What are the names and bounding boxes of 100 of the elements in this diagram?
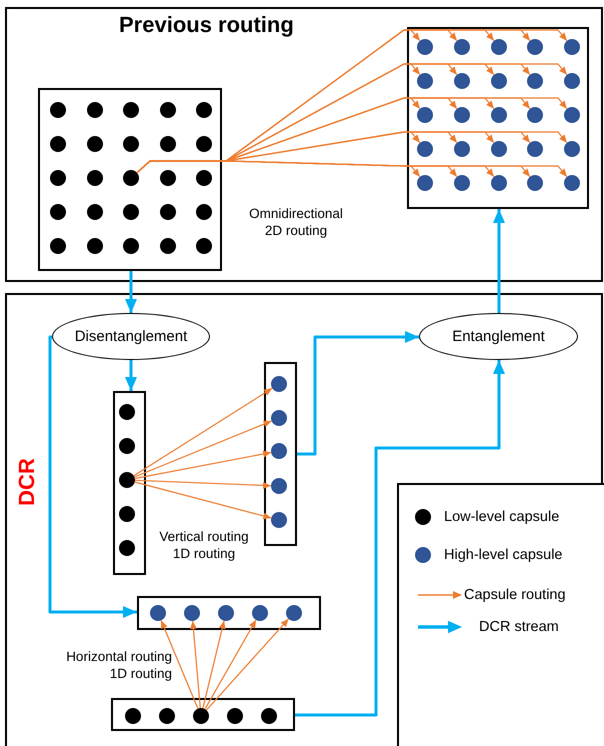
capsule-dot [271, 478, 287, 494]
capsule-dot [50, 170, 66, 186]
capsule-dot [160, 204, 176, 220]
legend-label: Capsule routing [464, 586, 566, 604]
arrow [134, 480, 272, 489]
routing-note: Horizontal routing 1D routing [65, 648, 172, 682]
capsule-dot [196, 102, 212, 118]
capsule-dot [160, 238, 176, 254]
capsule-dot [261, 708, 277, 724]
capsule-dot [218, 605, 234, 621]
capsule-dot [491, 175, 507, 191]
capsule-dot [119, 540, 135, 556]
panel [5, 7, 603, 282]
capsule-dot [227, 708, 243, 724]
capsule-dot [454, 175, 470, 191]
process-ellipse: Entanglement [419, 313, 578, 360]
capsule-dot [527, 141, 543, 157]
capsule-dot [417, 73, 433, 89]
capsule-dot [123, 204, 139, 220]
panel-title: Previous routing [119, 12, 294, 38]
arrow [206, 618, 290, 710]
capsule-dot [491, 39, 507, 55]
capsule-dot [454, 73, 470, 89]
capsule-dot [286, 605, 302, 621]
capsule-box [38, 88, 222, 271]
capsule-dot [252, 605, 268, 621]
capsule-dot [271, 443, 287, 459]
capsule-dot [417, 39, 433, 55]
capsule-box [407, 27, 589, 209]
capsule-dot [159, 708, 175, 724]
capsule-box [264, 362, 297, 546]
capsule-dot [123, 102, 139, 118]
capsule-dot [87, 136, 103, 152]
capsule-dot [119, 438, 135, 454]
capsule-dot [527, 175, 543, 191]
arrow [125, 360, 137, 391]
capsule-dot [454, 39, 470, 55]
capsule-dot [417, 175, 433, 191]
capsule-dot [119, 404, 135, 420]
arrow [493, 209, 505, 313]
capsule-dot [196, 238, 212, 254]
capsule-dot [50, 204, 66, 220]
capsule-dot [271, 410, 287, 426]
panel-title: DCR [14, 458, 40, 506]
capsule-dot [196, 170, 212, 186]
capsule-box [111, 698, 295, 731]
capsule-dot [50, 238, 66, 254]
capsule-dot [160, 136, 176, 152]
capsule-dot [50, 136, 66, 152]
arrow [134, 481, 272, 520]
capsule-dot [196, 136, 212, 152]
capsule-dot [87, 170, 103, 186]
arrow [295, 360, 505, 716]
capsule-dot [491, 107, 507, 123]
arrow [202, 620, 226, 708]
capsule-dot [527, 39, 543, 55]
capsule-box [113, 391, 146, 575]
capsule-dot [119, 506, 135, 522]
arrow [48, 336, 137, 618]
legend-label: DCR stream [479, 618, 559, 636]
arrow [134, 450, 272, 480]
capsule-dot [564, 39, 580, 55]
routing-note: Vertical routing 1D routing [158, 528, 250, 562]
arrow [160, 620, 198, 709]
process-ellipse: Disentanglement [52, 313, 210, 360]
capsule-dot [454, 107, 470, 123]
legend-label: Low-level capsule [444, 508, 560, 526]
capsule-dot [125, 708, 141, 724]
routing-note: Omnidirectional 2D routing [248, 205, 344, 239]
capsule-dot [491, 73, 507, 89]
capsule-dot [564, 141, 580, 157]
capsule-dot [196, 204, 212, 220]
capsule-dot [160, 170, 176, 186]
capsule-dot [564, 107, 580, 123]
arrow [134, 420, 272, 478]
capsule-dot [123, 170, 139, 186]
capsule-dot [87, 204, 103, 220]
capsule-dot [271, 512, 287, 528]
capsule-dot [527, 107, 543, 123]
capsule-dot [123, 136, 139, 152]
capsule-dot [50, 102, 66, 118]
capsule-dot [160, 102, 176, 118]
capsule-dot [193, 708, 209, 724]
capsule-dot [119, 472, 135, 488]
capsule-dot [527, 73, 543, 89]
arrow [133, 388, 273, 476]
capsule-dot [491, 141, 507, 157]
capsule-dot [150, 605, 166, 621]
arrow [125, 271, 137, 313]
capsule-dot [417, 107, 433, 123]
capsule-dot [184, 605, 200, 621]
arrow [190, 620, 201, 708]
capsule-dot [123, 238, 139, 254]
capsule-dot [564, 73, 580, 89]
arrow [204, 620, 257, 710]
capsule-box [137, 596, 321, 630]
legend-label: High-level capsule [444, 546, 562, 564]
arrow [297, 331, 419, 456]
capsule-dot [417, 141, 433, 157]
capsule-dot [271, 376, 287, 392]
